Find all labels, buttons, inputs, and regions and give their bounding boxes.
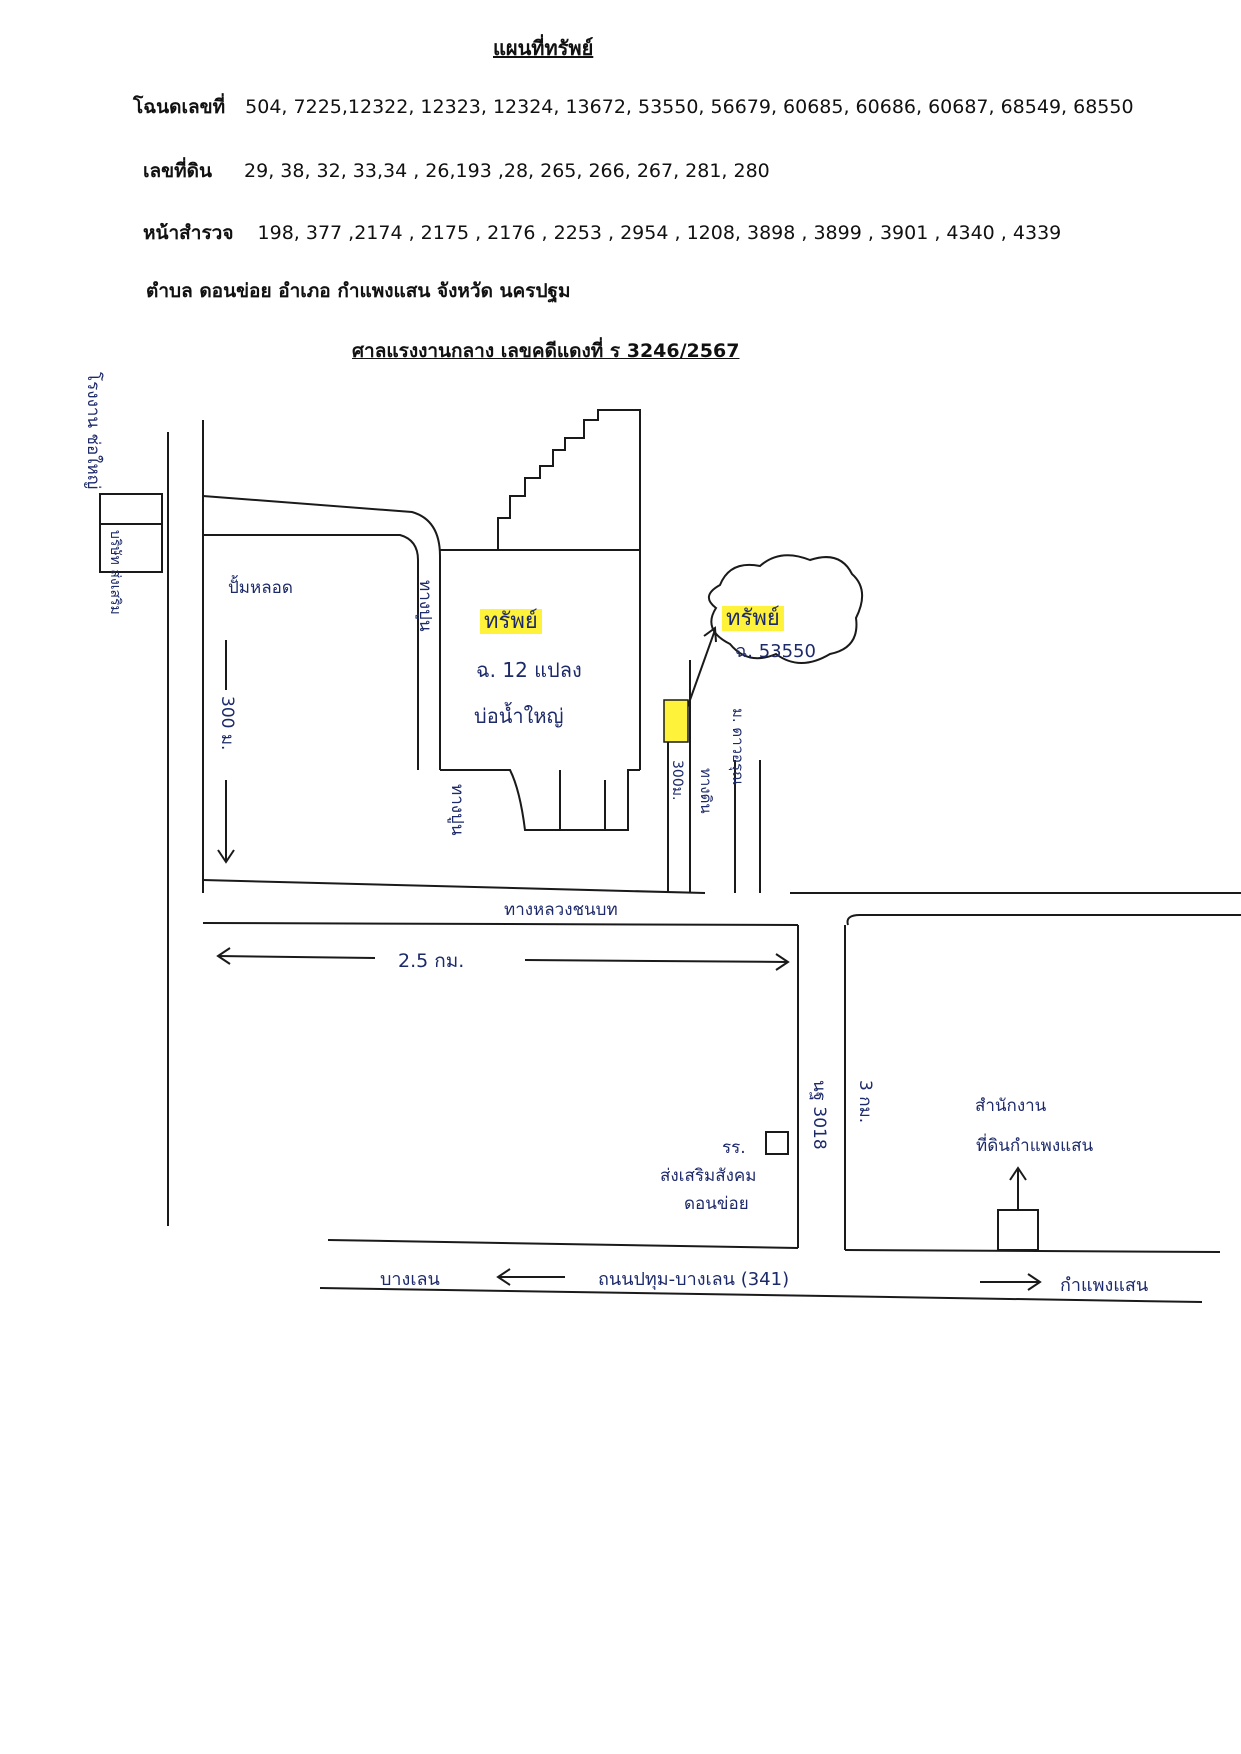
land-office-arrowhead — [1009, 1166, 1027, 1181]
concrete-road-label: ทางปูน — [415, 580, 435, 632]
land-office-building — [997, 1209, 1039, 1251]
hw-3018-label: นฐ 3018 — [809, 1080, 829, 1150]
main-property-parcels: ฉ. 12 แปลง — [476, 658, 582, 682]
deed-label: โฉนดเลขที่ — [133, 96, 226, 118]
rural-road-bottom-right — [846, 914, 1241, 926]
factory-box — [99, 493, 163, 525]
property-block-steps — [440, 409, 641, 551]
factory-label: โรงงาน ช่อใหญ่ — [83, 372, 103, 490]
concrete-road-label-2: ทางปูน — [447, 784, 467, 836]
land-number-label: เลขที่ดิน — [143, 160, 212, 182]
main-property-title: ทรัพย์ — [480, 603, 542, 638]
school-label-3: ดอนข่อย — [684, 1194, 749, 1214]
court-case-line: ศาลแรงงานกลาง เลขคดีแดงที่ ร 3246/2567 — [352, 340, 740, 362]
deed-value: 504, 7225,12322, 12323, 12324, 13672, 53… — [245, 96, 1134, 118]
village-label: ม. ดาวอรุณ — [729, 708, 747, 785]
school-label-1: รร. — [722, 1138, 746, 1158]
survey-page-label: หน้าสำรวจ — [143, 222, 234, 244]
land-office-label-1: สำนักงาน — [975, 1096, 1047, 1116]
property-cloud — [708, 554, 863, 664]
dim-25km-left — [217, 955, 376, 959]
distance-25km-label: 2.5 กม. — [398, 950, 465, 972]
arrow-kamphaeng-head — [1027, 1273, 1042, 1291]
small-property-title-text: ทรัพย์ — [722, 606, 784, 631]
dim-25km-left-head — [216, 947, 231, 965]
arrow-bang-len-head — [496, 1268, 511, 1286]
location-line: ตำบล ดอนข่อย อำเภอ กำแพงแสน จังหวัด นครป… — [146, 280, 571, 302]
rural-road-bottom — [202, 922, 799, 926]
small-property-title: ทรัพย์ — [722, 600, 784, 635]
land-office-label-2: ที่ดินกำแพงแสน — [976, 1136, 1094, 1156]
land-number-value: 29, 38, 32, 33,34 , 26,193 ,28, 265, 266… — [244, 160, 770, 182]
dist-300-small-label: 300ม. — [669, 760, 685, 801]
school-building — [765, 1131, 789, 1155]
dist-300-label: 300 ม. — [217, 696, 237, 751]
pump-road-label: ปั้มหลอด — [228, 578, 293, 598]
lane-outer — [202, 495, 441, 770]
kamphaeng-saen-label: กำแพงแสน — [1060, 1275, 1149, 1296]
rural-road-top — [202, 879, 706, 894]
main-property-title-text: ทรัพย์ — [480, 609, 542, 634]
company-label: บริษัท ส่งเสริม — [107, 530, 123, 615]
main-property-pond: บ่อน้ำใหญ่ — [474, 704, 564, 728]
property-pointer-head — [703, 626, 717, 643]
survey-page-row: หน้าสำรวจ 198, 377 ,2174 , 2175 , 2176 ,… — [143, 218, 1061, 248]
land-number-row: เลขที่ดิน 29, 38, 32, 33,34 , 26,193 ,28… — [143, 156, 770, 186]
survey-page-value: 198, 377 ,2174 , 2175 , 2176 , 2253 , 29… — [257, 222, 1062, 244]
school-label-2: ส่งเสริมสังคม — [660, 1166, 757, 1186]
main-road-label: ถนนปทุม-บางเลน (341) — [598, 1269, 790, 1290]
small-property-highlight — [663, 699, 689, 743]
rural-road-label: ทางหลวงชนบท — [504, 900, 618, 920]
dim-25km-right — [524, 959, 789, 963]
dist-3km-label: 3 กม. — [855, 1080, 875, 1124]
lane-inner — [203, 534, 419, 770]
page-title: แผนที่ทรัพย์ — [493, 36, 594, 60]
bang-len-label: บางเลน — [380, 1269, 440, 1290]
deed-row: โฉนดเลขที่ 504, 7225,12322, 12323, 12324… — [133, 92, 1134, 122]
dim-300-head — [217, 849, 235, 864]
dirt-road-label: ทางดิน — [697, 768, 715, 814]
small-property-deed: ฉ. 53550 — [735, 641, 816, 662]
property-bottom-edge — [440, 769, 640, 831]
main-road-top-left — [327, 1239, 799, 1249]
dim-25km-right-head — [775, 953, 790, 971]
main-road-bottom — [319, 1287, 1203, 1303]
